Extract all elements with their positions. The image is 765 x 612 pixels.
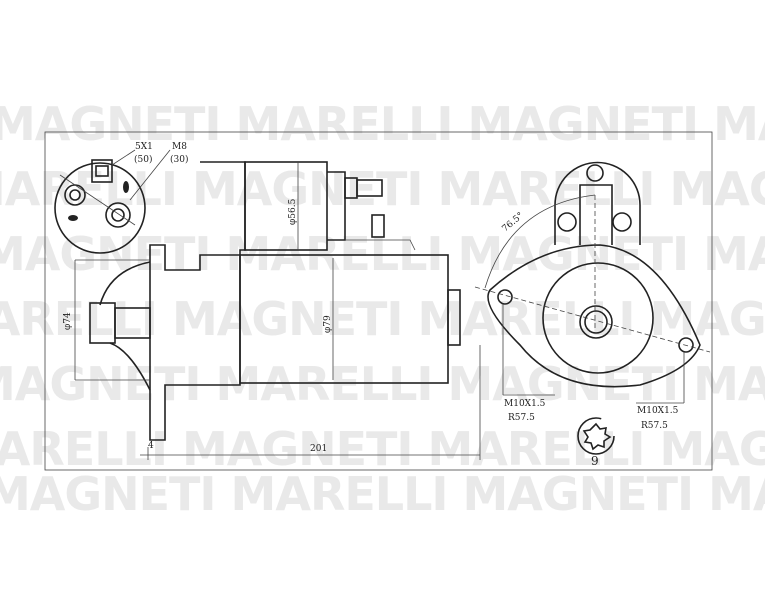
svg-text:4: 4 — [148, 441, 154, 451]
watermark: MAGNETI MARELLI MAGNETI MARELLI MARELLI … — [0, 97, 765, 521]
svg-text:(30): (30) — [170, 154, 188, 165]
svg-text:MAGNETI MARELLI MAGNETI MARELL: MAGNETI MARELLI MAGNETI MARELLI — [0, 97, 765, 151]
terminal-detail: 5X1 (50) M8 (30) — [54, 142, 188, 254]
svg-text:φ56.5: φ56.5 — [288, 198, 298, 225]
svg-text:M8: M8 — [172, 142, 187, 152]
svg-text:(50): (50) — [134, 154, 152, 165]
svg-text:MAGNETI MARELLI MAGNETI MARELL: MAGNETI MARELLI MAGNETI MARELLI — [0, 467, 765, 521]
svg-text:φ79: φ79 — [323, 315, 333, 333]
svg-text:201: 201 — [310, 444, 327, 454]
svg-text:φ74: φ74 — [63, 312, 73, 330]
svg-text:M10X1.5: M10X1.5 — [504, 399, 546, 409]
svg-text:MARELLI MAGNETI MARELLI MAGNET: MARELLI MAGNETI MARELLI MAGNETI — [0, 422, 765, 476]
svg-text:R57.5: R57.5 — [641, 421, 668, 431]
svg-text:MAGNETI MARELLI MAGNETI MARELL: MAGNETI MARELLI MAGNETI MARELLI — [0, 227, 765, 281]
svg-text:MAGNETI MARELLI MAGNETI MARELL: MAGNETI MARELLI MAGNETI MARELLI — [0, 357, 765, 411]
svg-text:R57.5: R57.5 — [508, 413, 535, 423]
drawing-frame — [44, 131, 713, 471]
svg-text:5X1: 5X1 — [135, 142, 153, 152]
svg-text:M10X1.5: M10X1.5 — [637, 406, 679, 416]
side-view: φ74 φ56.5 φ79 201 4 — [63, 161, 481, 460]
front-view: 76.5° M10X1.5 R57.5 M10X1.5 R57.5 9 — [474, 161, 711, 468]
svg-text:MARELLI MAGNETI MARELLI MAGNET: MARELLI MAGNETI MARELLI MAGNETI — [0, 292, 765, 346]
svg-text:9: 9 — [591, 454, 599, 468]
